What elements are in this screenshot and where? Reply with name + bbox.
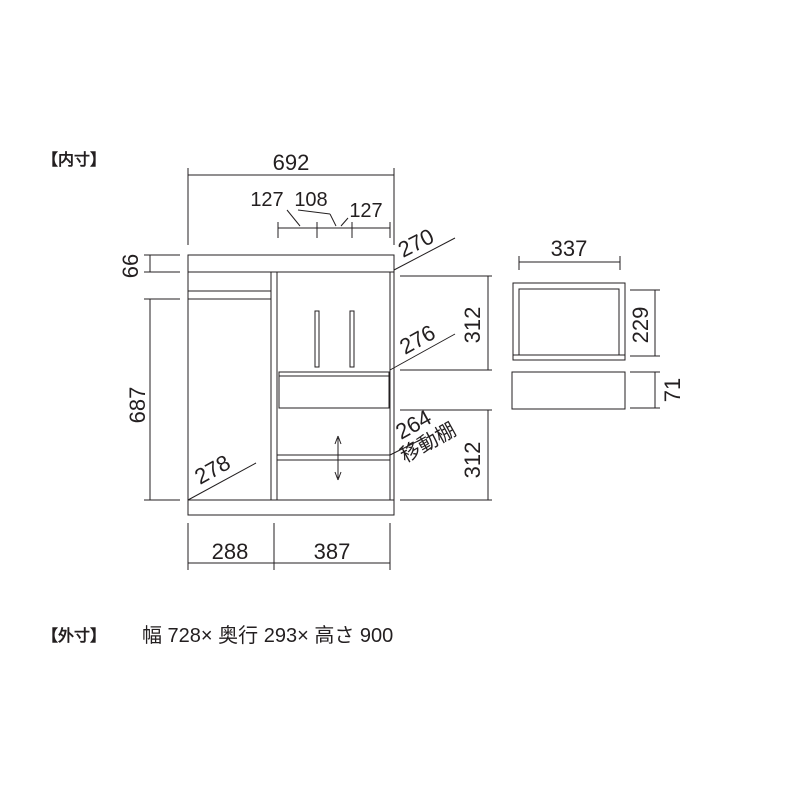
right-dimension-lines [400,275,492,501]
lower-right-height-value: 312 [460,442,485,479]
upper-right-depth-value: 276 [395,320,439,360]
upper-right-height-value: 312 [460,307,485,344]
top-left-gap-value: 127 [250,189,283,211]
top-shelf-depth-value: 270 [394,224,438,263]
drawer-width-value: 337 [551,236,588,261]
drawer-front-height-value: 71 [660,378,685,402]
bottom-dimension-lines [187,523,391,570]
lower-right-depth-leader [389,439,421,456]
outer-dimensions-text: 幅 728× 奥行 293× 高さ 900 [142,624,393,647]
outer-dimensions-label: 【外寸】 [42,626,106,645]
top-shelf-height-value: 66 [118,254,143,278]
top-shelf-depth-leader [393,237,456,271]
upper-right-depth-leader [389,333,456,371]
left-dimension-lines [144,254,180,501]
total-inner-width-value: 692 [273,150,310,175]
drawer-detail [511,256,660,410]
left-compartment-width-value: 288 [212,539,249,564]
top-middle-gap-value: 108 [294,189,327,211]
left-compartment-depth-leader [187,462,257,501]
cabinet-outline [187,254,395,516]
right-compartment-width-value: 387 [314,539,351,564]
drawer-inner-height-value: 229 [628,307,653,344]
top-right-gap-value: 127 [349,200,382,222]
left-compartment-height-value: 687 [125,387,150,424]
inner-dimensions-label: 【内寸】 [42,150,106,169]
top-dimension-lines [187,168,395,245]
